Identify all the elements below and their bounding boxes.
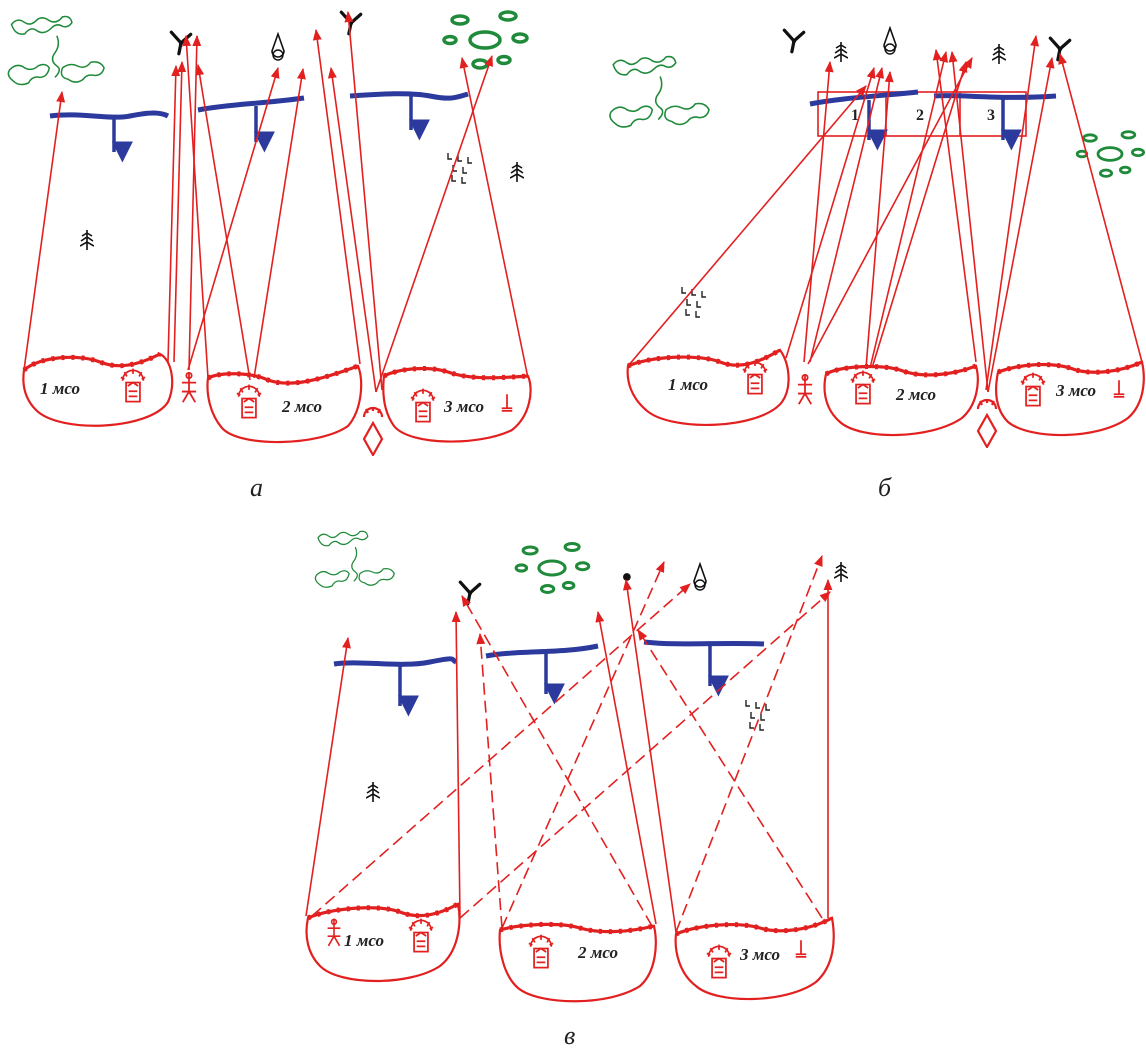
tower-icon: [693, 563, 707, 591]
bunker-icon: [528, 934, 554, 969]
unit-label: 2 мсо: [577, 943, 618, 962]
silo-icon: ꔷ: [622, 565, 632, 589]
gun-icon: [1112, 380, 1126, 398]
sector-number: 3: [987, 107, 995, 124]
tree-icon: [80, 230, 94, 250]
bush-cluster-icon: [442, 10, 529, 70]
marsh-icon: [681, 286, 707, 318]
gun-icon: [500, 394, 514, 412]
observer-icon: [796, 374, 814, 406]
mill-icon: [339, 10, 363, 36]
bunker-icon: [236, 384, 262, 419]
mill-icon: [458, 580, 482, 606]
trench-icon: [976, 397, 998, 448]
bunker-icon: [850, 370, 876, 405]
unit-a-2: 2 мсо: [206, 363, 363, 444]
sector-number: 1: [851, 107, 859, 124]
forest-blob-icon: [7, 15, 105, 86]
trench-icon: [362, 405, 384, 456]
bunker-icon: [706, 944, 732, 979]
observer-icon: [180, 372, 198, 404]
bunker-icon: [410, 388, 436, 423]
defense-line-a: [49, 91, 469, 120]
tree-icon: [992, 44, 1006, 64]
forest-blob-icon: [609, 55, 710, 128]
unit-label: 3 мсо: [1055, 381, 1096, 400]
bunker-icon: [120, 368, 146, 403]
tree-icon: [366, 782, 380, 802]
unit-label: 3 мсо: [443, 397, 484, 416]
unit-c-2: 2 мсо: [498, 921, 657, 1003]
panel-caption: а: [250, 473, 263, 502]
unit-a-1: 1 мсо: [22, 351, 174, 427]
panel-c: ꔷ: [305, 530, 848, 1050]
defense-line-b: [809, 89, 1057, 107]
unit-b-1: 1 мсо: [626, 347, 790, 427]
unit-label: 3 мсо: [739, 945, 780, 964]
unit-b-3: 3 мсо: [995, 359, 1145, 437]
tree-icon: [834, 42, 848, 62]
tree-icon: [510, 162, 524, 182]
bunker-icon: [742, 360, 768, 395]
tree-icon: [834, 562, 848, 582]
unit-label: 1 мсо: [344, 931, 384, 950]
unit-label: 2 мсо: [895, 385, 936, 404]
marsh-icon: [447, 152, 473, 184]
panel-caption: в: [564, 1021, 575, 1050]
marsh-icon: [745, 699, 771, 731]
bush-cluster-icon: [514, 541, 591, 595]
unit-a-3: 3 мсо: [382, 366, 532, 443]
tower-icon: [883, 27, 897, 55]
unit-c-1: 1 мсо: [305, 901, 461, 983]
mill-icon: [782, 28, 806, 54]
unit-label: 1 мсо: [668, 375, 708, 394]
observer-icon: [326, 918, 342, 947]
unit-c-3: 3 мсо: [674, 915, 835, 1001]
panel-a: 1 мсо 2 мсо 3 мсо а: [7, 10, 532, 502]
panel-caption: б: [878, 473, 892, 502]
unit-label: 2 мсо: [281, 397, 322, 416]
tower-icon: [271, 33, 285, 61]
unit-label: 1 мсо: [40, 379, 80, 398]
panel-b: 1 2 3: [609, 27, 1146, 502]
sector-number: 2: [916, 107, 924, 124]
bunker-icon: [408, 918, 434, 953]
unit-b-2: 2 мсо: [823, 363, 979, 437]
forest-blob-icon: [314, 530, 396, 589]
bunker-icon: [1020, 372, 1046, 407]
defense-line-c: [333, 639, 765, 667]
mill-icon: [169, 30, 193, 56]
gun-icon: [794, 940, 808, 958]
